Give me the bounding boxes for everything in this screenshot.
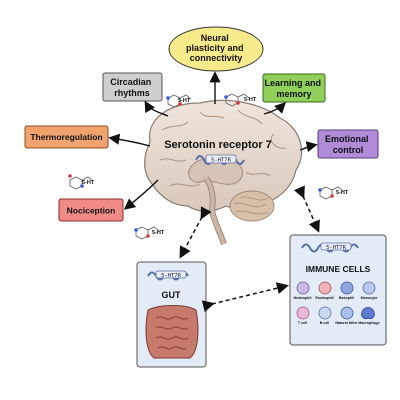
eosinophil-cell: [318, 281, 332, 295]
b-cell: [318, 306, 332, 320]
t-cell: [296, 306, 310, 320]
ht-label-1: 5-HT: [178, 98, 191, 104]
serotonin-molecule-4: 5-HT: [134, 226, 165, 240]
cell-label-macrophage: Macrophage: [358, 321, 379, 325]
arrow-circadian: [144, 100, 169, 117]
thermo-label: Thermoregulation: [30, 132, 102, 142]
cell-label-b-cell: B cell: [320, 321, 330, 325]
svg-text:Circadian rhythms: Circadian rhythms: [110, 77, 154, 98]
svg-text:Neural plasticity and: Neural plasticity and connectivity: [186, 33, 246, 63]
arrow-nociception: [123, 179, 159, 210]
immune-title: IMMUNE CELLS: [306, 264, 371, 274]
gut-immune-arrow: [201, 282, 289, 312]
arrow-learning: [263, 102, 286, 115]
center-title: Serotonin receptor 7: [164, 139, 272, 151]
arrow-thermo: [108, 133, 151, 147]
serotonin-molecule-1: 5-HT: [166, 94, 192, 108]
brain-receptor-label: 5-HT7R: [211, 158, 232, 164]
cell-label-basophil: Basophil: [339, 296, 354, 300]
emotional-line-1: Emotional: [325, 134, 369, 144]
neutrophil-cell: [296, 281, 310, 295]
axis-arrows: [179, 185, 320, 312]
ht-label-3: 5-HT: [82, 180, 95, 186]
neural-line-2: plasticity and: [186, 43, 244, 53]
learning-line-1: Learning and: [264, 78, 321, 88]
cell-label-natural-killer: Natural Killer: [335, 321, 358, 325]
immune-panel: 5-HT7R IMMUNE CELLS Neutrophil Eosinophi…: [289, 234, 387, 346]
circadian-rhythms-box: Circadian rhythms: [102, 72, 163, 102]
emotional-line-2: control: [333, 145, 364, 155]
neural-plasticity-box: Neural plasticity and connectivity: [168, 26, 264, 72]
basophil-cell: [340, 281, 354, 295]
cell-label-neutrophil: Neutrophil: [294, 296, 312, 300]
arrow-emotional: [299, 141, 318, 153]
serotonin-molecule-5: 5-HT: [318, 186, 349, 200]
circadian-line-2: rhythms: [114, 88, 150, 98]
macrophage-cell: [361, 307, 375, 320]
nociception-label: Nociception: [67, 206, 116, 216]
monocyte-cell: [362, 281, 376, 295]
function-arrows: [108, 71, 318, 210]
intestine-illustration: [145, 305, 199, 359]
nociception-box: Nociception: [58, 198, 124, 222]
svg-text:T cell B cell: T cell B cell Natural Killer Macrophage: [298, 321, 380, 325]
immune-cell-row-1: Neutrophil Eosinophil Basophil Monocyte: [294, 281, 378, 300]
ht-label-5: 5-HT: [336, 190, 349, 196]
emotional-control-box: Emotional control: [317, 129, 379, 159]
cell-label-t-cell: T cell: [298, 321, 307, 325]
cell-label-monocyte: Monocyte: [361, 296, 378, 300]
immune-cell-row-2: T cell B cell Natural Killer Macrophage: [296, 306, 380, 325]
brain-illustration: [144, 99, 303, 245]
serotonin-molecule-3: 5-HT: [68, 174, 95, 190]
natural-killer-cell: [340, 306, 354, 320]
thermoregulation-box: Thermoregulation: [24, 125, 109, 149]
circadian-line-1: Circadian: [110, 77, 151, 87]
brain-receptor-icon: 5-HT7R: [195, 154, 245, 165]
gut-title: GUT: [162, 290, 182, 300]
neural-line-3: connectivity: [190, 53, 243, 63]
serotonin-molecule-2: 5-HT: [224, 93, 257, 107]
svg-text:Emotional control: Emotional control: [325, 134, 371, 155]
brain-gut-arrow: [179, 206, 212, 259]
svg-text:Learning and memory: Learning and memory: [264, 78, 323, 99]
svg-text:Neutrophil Eosinophil: Neutrophil Eosinophil Basophil Monocyte: [294, 296, 378, 300]
ht-label-2: 5-HT: [244, 97, 257, 103]
gut-receptor-label: 5-HT7R: [161, 273, 182, 279]
immune-receptor-label: 5-HT7R: [326, 245, 347, 251]
brain-immune-arrow: [293, 185, 320, 233]
learning-line-2: memory: [276, 89, 311, 99]
ht-label-4: 5-HT: [152, 230, 165, 236]
cell-label-eosinophil: Eosinophil: [315, 296, 333, 300]
neural-line-1: Neural: [201, 33, 229, 43]
gut-panel: 5-HT7R GUT: [136, 261, 207, 368]
learning-memory-box: Learning and memory: [262, 73, 326, 103]
